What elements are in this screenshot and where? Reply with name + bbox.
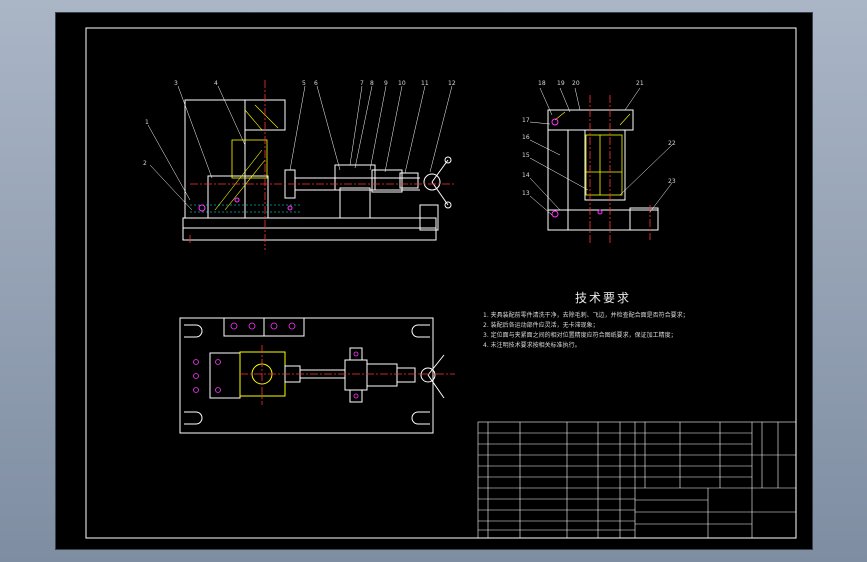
part-number: 16 bbox=[522, 134, 530, 141]
title-block bbox=[477, 421, 797, 539]
part-number: 8 bbox=[370, 80, 374, 87]
part-number: 21 bbox=[636, 80, 644, 87]
drawing-frame bbox=[85, 27, 797, 539]
handle-knob bbox=[423, 173, 441, 191]
part-number: 5 bbox=[302, 80, 306, 87]
drawing-sheet bbox=[56, 13, 812, 549]
side-top-plate bbox=[547, 109, 634, 131]
note-2: 2. 装配后各运动部件应灵活，无卡滞现象； bbox=[483, 322, 599, 329]
side-base bbox=[547, 209, 659, 231]
left-body bbox=[184, 99, 246, 219]
side-view bbox=[529, 87, 673, 245]
note-3: 3. 定位面与夹紧面之间的相对位置精度应符合图纸要求，保证加工精度； bbox=[483, 332, 677, 339]
part-number: 1 bbox=[145, 119, 149, 126]
part-number: 20 bbox=[572, 80, 580, 87]
note-4: 4. 未注明技术要求按相关标准执行。 bbox=[483, 342, 581, 349]
front-view bbox=[147, 80, 455, 250]
note-1: 1. 夹具装配前零件清洗干净，去除毛刺、飞边，并检查配合面是否符合要求； bbox=[483, 312, 689, 319]
tech-requirements-title: 技术要求 bbox=[575, 291, 632, 305]
part-number: 13 bbox=[522, 190, 530, 197]
support-bracket bbox=[339, 187, 371, 219]
part-number: 4 bbox=[214, 80, 218, 87]
part-number: 10 bbox=[398, 80, 406, 87]
part-number: 14 bbox=[522, 172, 530, 179]
part-number: 22 bbox=[668, 140, 676, 147]
part-number: 19 bbox=[557, 80, 565, 87]
part-number: 9 bbox=[384, 80, 388, 87]
nut-housing bbox=[334, 164, 376, 191]
part-number: 15 bbox=[522, 152, 530, 159]
part-number: 12 bbox=[448, 80, 456, 87]
part-number: 11 bbox=[421, 80, 429, 87]
part-number: 17 bbox=[522, 117, 530, 124]
part-number: 3 bbox=[174, 80, 178, 87]
part-number: 7 bbox=[360, 80, 364, 87]
part-number: 23 bbox=[668, 178, 676, 185]
top-view bbox=[179, 317, 455, 434]
clamp-jaw bbox=[207, 175, 269, 219]
plan-base bbox=[179, 317, 434, 434]
part-number: 18 bbox=[538, 80, 546, 87]
part-number: 6 bbox=[314, 80, 318, 87]
base-plate bbox=[182, 217, 437, 241]
part-number: 2 bbox=[143, 160, 147, 167]
